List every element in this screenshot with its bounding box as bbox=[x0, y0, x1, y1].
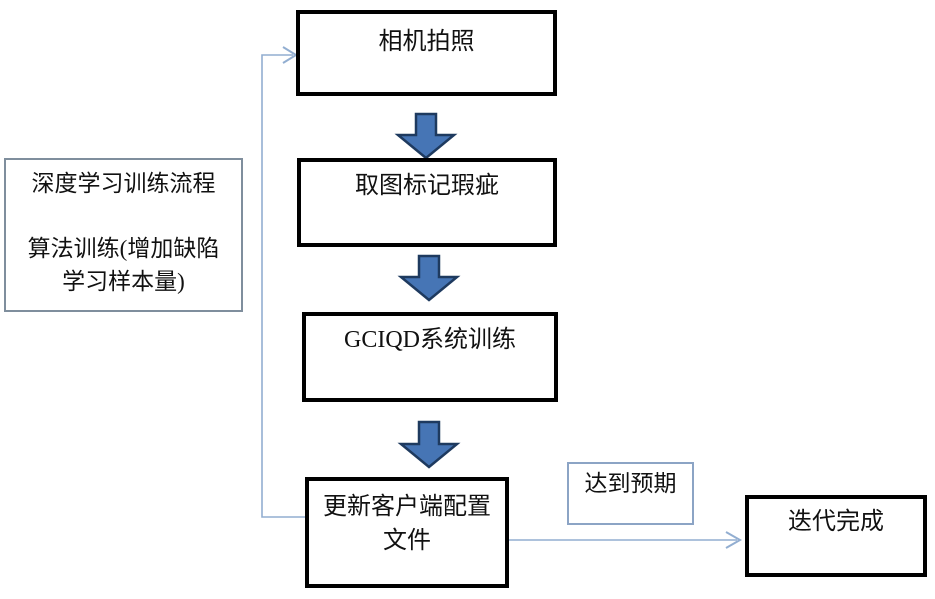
down-block-arrow-3-icon bbox=[397, 420, 461, 469]
down-block-arrow-2-icon bbox=[397, 254, 461, 302]
feedback-loop-line bbox=[261, 54, 305, 518]
flow-node-camera-capture: 相机拍照 bbox=[296, 10, 557, 96]
flow-node-gciqd-training: GCIQD系统训练 bbox=[302, 312, 558, 402]
flow-node-iteration-complete: 迭代完成 bbox=[745, 495, 927, 577]
feedback-loop-arrowhead-icon bbox=[282, 46, 298, 64]
down-block-arrow-1-icon bbox=[394, 112, 458, 160]
note-box-training-process: 深度学习训练流程 算法训练(增加缺陷 学习样本量) bbox=[4, 158, 243, 312]
flow-node-update-client-config: 更新客户端配置 文件 bbox=[305, 477, 509, 588]
condition-label-expectation-met: 达到预期 bbox=[567, 462, 694, 525]
flow-node-mark-defects: 取图标记瑕疵 bbox=[297, 158, 557, 247]
done-connector-arrowhead-icon bbox=[725, 531, 743, 549]
